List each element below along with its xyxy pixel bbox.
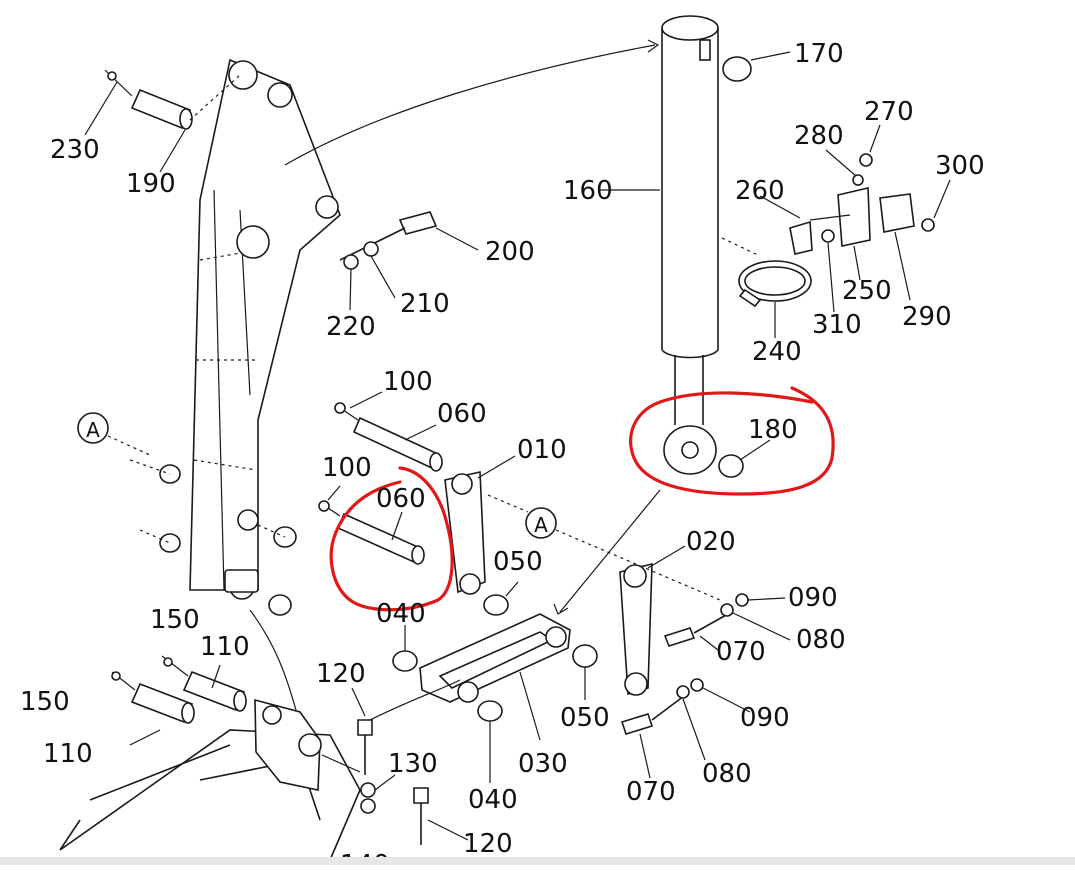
callout-040-upper: 040 — [376, 599, 426, 629]
callout-170: 170 — [794, 39, 844, 69]
callout-050-upper: 050 — [493, 547, 543, 577]
link-010 — [444, 455, 529, 595]
reference-marker-a-1-label: A — [86, 418, 100, 442]
callout-100-upper: 100 — [383, 367, 433, 397]
callout-050-lower: 050 — [560, 703, 610, 733]
pin-060-upper — [334, 391, 443, 472]
callout-110-lower: 110 — [43, 739, 93, 769]
callout-260: 260 — [735, 176, 785, 206]
callout-010: 010 — [517, 435, 567, 465]
callout-120-upper: 120 — [316, 659, 366, 689]
callout-180: 180 — [748, 415, 798, 445]
arrowhead — [647, 39, 660, 53]
pins-110-150 — [111, 655, 247, 746]
bolts-120-130 — [351, 687, 469, 845]
callout-220: 220 — [326, 312, 376, 342]
callout-200: 200 — [485, 237, 535, 267]
callout-150-lower: 150 — [20, 687, 70, 717]
link-020 — [619, 545, 686, 696]
callout-070-lower: 070 — [626, 777, 676, 807]
callout-150-upper: 150 — [150, 605, 200, 635]
arrowhead — [553, 603, 569, 615]
bucket-frame — [59, 609, 461, 861]
bolts-070-080-090 — [620, 593, 791, 779]
scroll-strip — [0, 857, 1075, 865]
callout-090-lower: 090 — [740, 703, 790, 733]
reference-marker-a-2-label: A — [534, 513, 548, 537]
reference-marker-a-1: A — [77, 412, 151, 456]
callout-080-upper: 080 — [796, 625, 846, 655]
callout-090-upper: 090 — [788, 583, 838, 613]
callout-270: 270 — [864, 97, 914, 127]
hose-clamp-assembly — [721, 124, 951, 338]
callout-060-upper: 060 — [437, 399, 487, 429]
highlight-circle-bushing-180 — [629, 386, 835, 496]
reference-marker-a-2: A — [525, 507, 721, 601]
callout-080-lower: 080 — [702, 759, 752, 789]
callout-290: 290 — [902, 302, 952, 332]
bushings-040-050 — [392, 581, 598, 783]
callout-100-lower: 100 — [322, 453, 372, 483]
highlight-circle-pin-060 — [329, 466, 454, 612]
callout-230: 230 — [50, 135, 100, 165]
boom-bushings — [129, 459, 297, 616]
callout-280: 280 — [794, 121, 844, 151]
callout-210: 210 — [400, 289, 450, 319]
hydraulic-cylinder-160 — [600, 15, 791, 475]
bushing-180 — [718, 439, 771, 478]
callout-310: 310 — [812, 310, 862, 340]
callout-030: 030 — [518, 749, 568, 779]
callout-160: 160 — [563, 176, 613, 206]
callout-120-lower: 120 — [463, 829, 513, 859]
callout-labels: 170 270 280 300 160 260 250 290 310 240 … — [20, 39, 985, 870]
boom-arm — [189, 58, 341, 600]
link-030 — [419, 613, 571, 741]
callout-240: 240 — [752, 337, 802, 367]
cylinder-routing-arrow — [284, 44, 656, 166]
assembly-arrow — [559, 489, 661, 613]
callout-250: 250 — [842, 276, 892, 306]
callout-040-lower: 040 — [468, 785, 518, 815]
callout-300: 300 — [935, 151, 985, 181]
callout-070-upper: 070 — [716, 637, 766, 667]
callout-190: 190 — [126, 169, 176, 199]
bolt-200-assembly — [339, 211, 479, 311]
callout-110-upper: 110 — [200, 632, 250, 662]
callout-060-lower: 060 — [376, 484, 426, 514]
pin-190-assembly — [84, 69, 241, 173]
callout-020: 020 — [686, 527, 736, 557]
callout-130: 130 — [388, 749, 438, 779]
